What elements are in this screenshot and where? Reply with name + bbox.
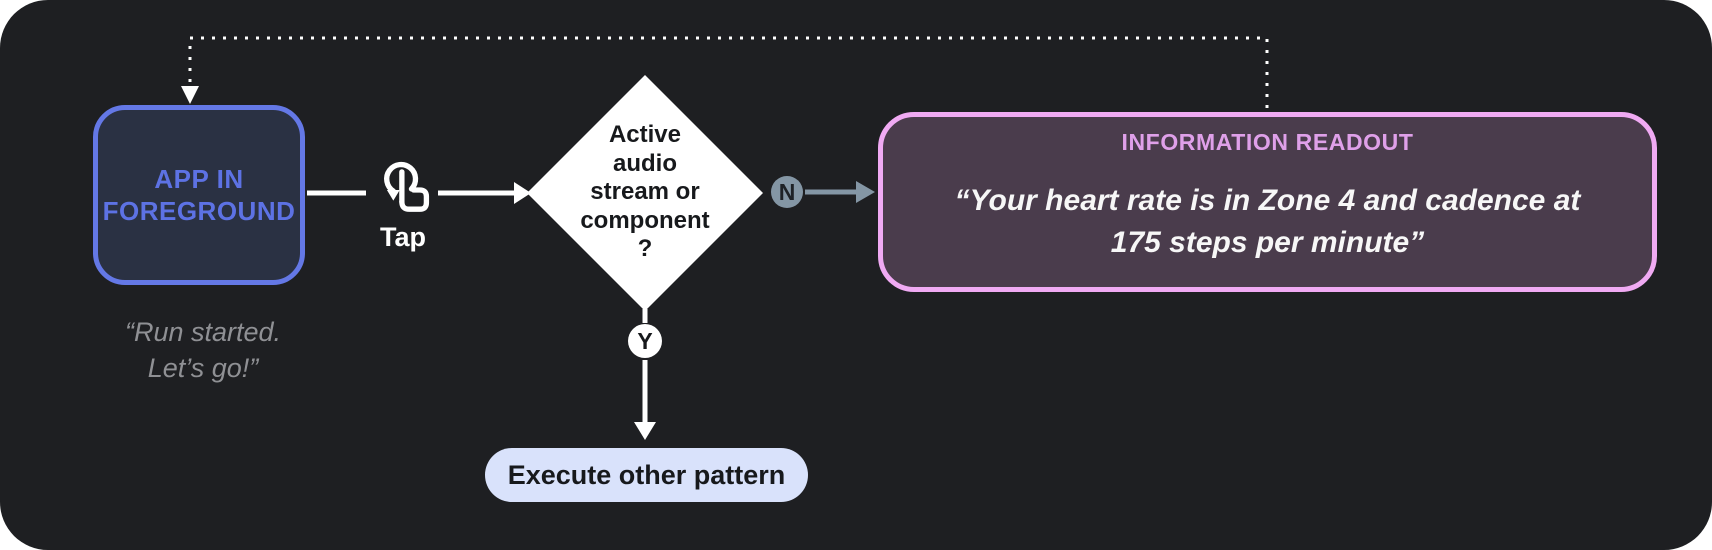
decision-label-line2: audio [613,149,677,177]
run-started-quote-line2: Let’s go!” [147,353,259,383]
app-node-label-line2: FOREGROUND [102,196,296,226]
app-node-label-line1: APP IN [154,164,244,194]
feedback-dotted-connector [188,36,1269,108]
execute-other-pattern-label: Execute other pattern [507,459,786,490]
run-started-quote-line1: “Run started. [124,317,282,347]
no-badge-circle [771,176,803,208]
information-readout-node: INFORMATION READOUT “Your heart rate is … [878,112,1657,292]
no-branch-badge: N [778,178,796,205]
decision-label-line4: component [580,206,710,234]
no-to-readout-arrowhead-icon [856,181,875,203]
decision-label-line3: stream or [590,178,700,205]
feedback-arrowhead-icon [181,86,199,104]
information-readout-quote: “Your heart rate is in Zone 4 and cadenc… [955,156,1581,287]
information-readout-title: INFORMATION READOUT [1121,129,1414,155]
yes-badge-circle [628,324,662,358]
run-started-quote: “Run started. Let’s go!” [68,314,338,386]
decision-node-label: Active audio stream or component ? [558,121,732,264]
app-in-foreground-node: APP IN FOREGROUND [93,105,305,285]
tap-gesture-icon [384,161,430,212]
readout-quote-line2: 175 steps per minute” [1110,225,1425,259]
readout-quote-line1: “Your heart rate is in Zone 4 and cadenc… [954,183,1581,217]
decision-label-line1: Active [608,121,682,148]
yes-branch-badge: Y [637,327,653,354]
tap-to-decision-arrowhead-icon [514,182,531,204]
yes-to-result-arrowhead-icon [634,422,656,440]
execute-other-pattern-node: Execute other pattern [485,448,808,502]
decision-diamond-shape [527,75,763,311]
tap-step-label: Tap [380,222,426,252]
decision-label-line5: ? [637,235,653,262]
